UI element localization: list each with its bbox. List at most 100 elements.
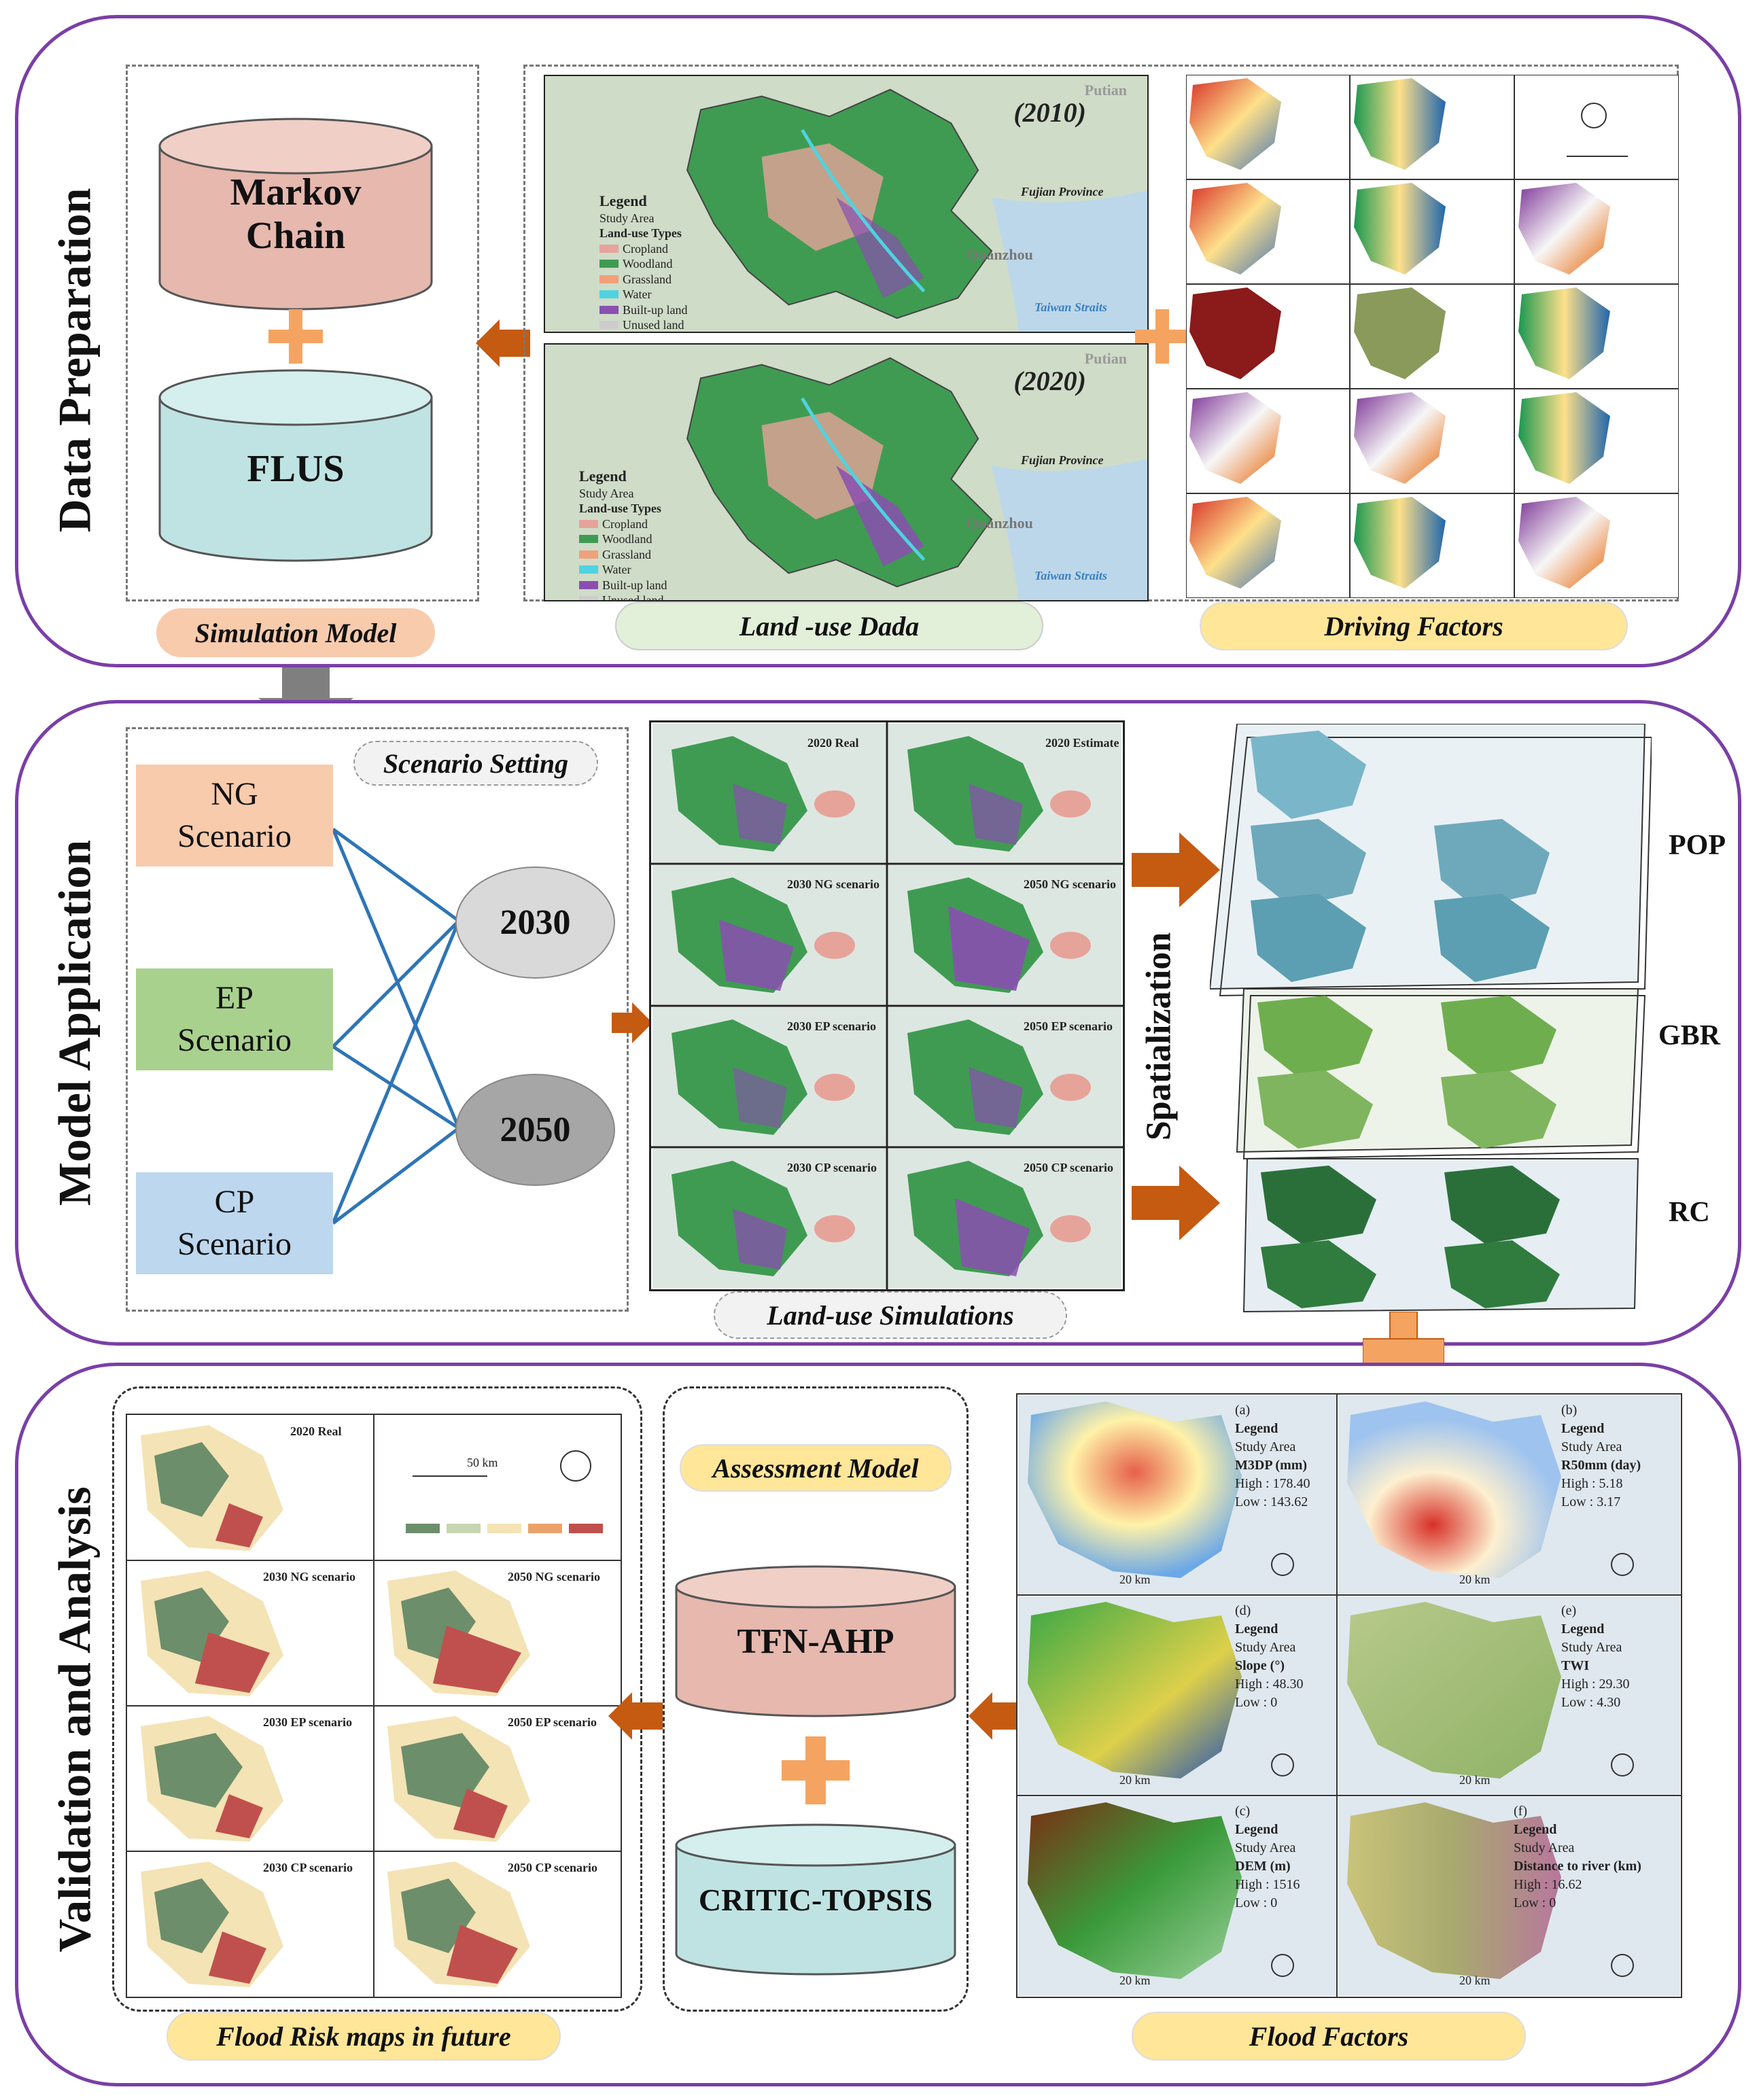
sim-title-1: 2020 Estimate bbox=[1045, 736, 1119, 750]
factor-label: (d) bbox=[1235, 1603, 1251, 1618]
factor-var: DEM (m) bbox=[1235, 1859, 1291, 1874]
factor-scale: 20 km bbox=[1119, 1773, 1151, 1787]
ep-scenario-box: EP Scenario bbox=[136, 968, 333, 1070]
markov-chain-cylinder bbox=[158, 118, 433, 311]
scenario-name: EP bbox=[215, 979, 254, 1016]
legend-type-4: Built-up land bbox=[599, 302, 688, 318]
flus-label: FLUS bbox=[247, 448, 345, 490]
factor-var: TWI bbox=[1561, 1658, 1590, 1673]
factor-scale: 20 km bbox=[1119, 1974, 1151, 1987]
legend-study-area: Study Area bbox=[579, 486, 634, 500]
legend-type-2: Grassland bbox=[579, 547, 667, 563]
factor-low: Low : 0 bbox=[1235, 1895, 1278, 1910]
risk-title-0: 2020 Real bbox=[290, 1424, 342, 1438]
scenario-setting-label: Scenario Setting bbox=[353, 741, 598, 786]
legend-type-5: Unused land bbox=[579, 593, 667, 600]
spatialization-stack bbox=[1210, 724, 1652, 1313]
factor-high: High : 29.30 bbox=[1561, 1677, 1630, 1692]
flood-risk-maps-box bbox=[112, 1386, 642, 2012]
legend-title: Legend bbox=[579, 468, 627, 485]
legend-type-0: Cropland bbox=[599, 241, 688, 257]
legend-type-4: Built-up land bbox=[579, 578, 667, 593]
legend-types-title: Land-use Types bbox=[599, 226, 682, 240]
sim-title-7: 2050 CP scenario bbox=[1024, 1161, 1113, 1174]
taiwan-label: Taiwan Straits bbox=[1034, 300, 1107, 314]
scenario-suffix: Scenario bbox=[177, 1226, 292, 1262]
flood-risk-grid: 2020 Real 50 km 2030 NG scenario 2050 NG… bbox=[126, 1414, 622, 1998]
land-use-simulations-grid: 2020 Real 2020 Estimate 2030 NG scenario… bbox=[649, 720, 1125, 1291]
assessment-model-box bbox=[663, 1386, 969, 2012]
putian-label: Putian bbox=[1084, 82, 1127, 99]
markov-chain-label: Markov Chain bbox=[230, 171, 362, 257]
tfn-ahp-cylinder bbox=[675, 1565, 956, 1717]
scenario-name: NG bbox=[211, 775, 258, 812]
map-legend: Legend Study Area Land-use Types Croplan… bbox=[579, 467, 667, 600]
factor-scale: 20 km bbox=[1459, 1974, 1491, 1987]
factor-label: (a) bbox=[1235, 1403, 1251, 1418]
factor-scale: 20 km bbox=[1459, 1573, 1491, 1586]
section-title-validation: Validation and Analysis bbox=[48, 1486, 101, 1953]
factor-high: High : 48.30 bbox=[1235, 1677, 1304, 1692]
arrow-right-icon bbox=[612, 1002, 652, 1043]
factor-label: (f) bbox=[1514, 1804, 1527, 1819]
risk-title-6: 2050 CP scenario bbox=[508, 1861, 597, 1874]
sim-title-4: 2030 EP scenario bbox=[787, 1019, 876, 1033]
arrow-right-icon bbox=[1132, 1166, 1220, 1240]
factor-study-area: Study Area bbox=[1561, 1640, 1622, 1655]
section-title-model-application: Model Application bbox=[48, 839, 101, 1206]
factor-low: Low : 4.30 bbox=[1561, 1695, 1621, 1710]
legend-types-title: Land-use Types bbox=[579, 502, 661, 515]
map-year-label: (2020) bbox=[1013, 366, 1086, 396]
factor-panel-d: (d) Legend Study Area Slope (°) High : 4… bbox=[1235, 1602, 1304, 1712]
factor-scale: 20 km bbox=[1459, 1773, 1491, 1787]
arrow-left-icon bbox=[476, 319, 530, 367]
sim-title-2: 2030 NG scenario bbox=[787, 877, 880, 891]
factor-legend: Legend bbox=[1514, 1822, 1557, 1837]
tfn-ahp-label: TFN-AHP bbox=[737, 1622, 894, 1661]
land-use-simulations-label: Land-use Simulations bbox=[714, 1291, 1067, 1339]
sim-title-6: 2030 CP scenario bbox=[787, 1161, 877, 1174]
factor-var: M3DP (mm) bbox=[1235, 1458, 1308, 1473]
factor-label: (e) bbox=[1561, 1603, 1577, 1618]
factor-low: Low : 0 bbox=[1514, 1895, 1556, 1910]
scenario-connectors bbox=[331, 827, 461, 1225]
factor-scale: 20 km bbox=[1119, 1573, 1151, 1586]
risk-title-3: 2030 EP scenario bbox=[263, 1715, 352, 1729]
arrow-left-icon bbox=[608, 1692, 663, 1740]
factor-panel-e: (e) Legend Study Area TWI High : 29.30 L… bbox=[1561, 1602, 1630, 1712]
year-2050-circle: 2050 bbox=[455, 1074, 615, 1186]
critic-topsis-label: CRITIC-TOPSIS bbox=[698, 1882, 933, 1917]
sim-title-5: 2050 EP scenario bbox=[1024, 1019, 1113, 1033]
factor-panel-c: (c) Legend Study Area DEM (m) High : 151… bbox=[1235, 1802, 1300, 1912]
risk-title-2: 2050 NG scenario bbox=[508, 1570, 600, 1583]
land-use-map-2020: (2020) Putian Fujian Province Quanzhou T… bbox=[544, 343, 1149, 601]
factor-study-area: Study Area bbox=[1235, 1840, 1296, 1855]
putian-label: Putian bbox=[1084, 350, 1127, 367]
quanzhou-label: Quanzhou bbox=[966, 514, 1033, 531]
simulation-model-label: Simulation Model bbox=[156, 608, 435, 657]
factor-label: (b) bbox=[1561, 1403, 1578, 1418]
factor-var: Distance to river (km) bbox=[1514, 1859, 1641, 1874]
legend-type-5: Unused land bbox=[599, 317, 688, 332]
scenario-name: CP bbox=[214, 1183, 255, 1220]
assessment-model-label: Assessment Model bbox=[680, 1444, 952, 1492]
stack-label-gbr: GBR bbox=[1658, 1020, 1721, 1051]
risk-title-1: 2030 NG scenario bbox=[263, 1570, 355, 1583]
plus-icon bbox=[268, 309, 323, 364]
arrow-right-icon bbox=[1132, 833, 1220, 907]
factor-study-area: Study Area bbox=[1561, 1439, 1622, 1454]
factor-high: High : 16.62 bbox=[1514, 1877, 1582, 1892]
factor-high: High : 1516 bbox=[1235, 1877, 1300, 1892]
legend-type-0: Cropland bbox=[579, 517, 667, 532]
spatialization-label: Spatialization bbox=[1139, 932, 1179, 1141]
sim-title-3: 2050 NG scenario bbox=[1024, 877, 1116, 891]
flus-cylinder bbox=[158, 369, 433, 562]
factor-low: Low : 0 bbox=[1235, 1695, 1278, 1710]
driving-factors-label: Driving Factors bbox=[1200, 601, 1628, 650]
flood-factors-grid: (a) Legend Study Area M3DP (mm) High : 1… bbox=[1016, 1393, 1682, 1998]
legend-type-1: Woodland bbox=[579, 531, 667, 547]
factor-panel-f: (f) Legend Study Area Distance to river … bbox=[1514, 1802, 1641, 1912]
fujian-label: Fujian Province bbox=[1021, 185, 1104, 198]
ng-scenario-box: NG Scenario bbox=[136, 765, 333, 867]
legend-title: Legend bbox=[599, 192, 647, 209]
